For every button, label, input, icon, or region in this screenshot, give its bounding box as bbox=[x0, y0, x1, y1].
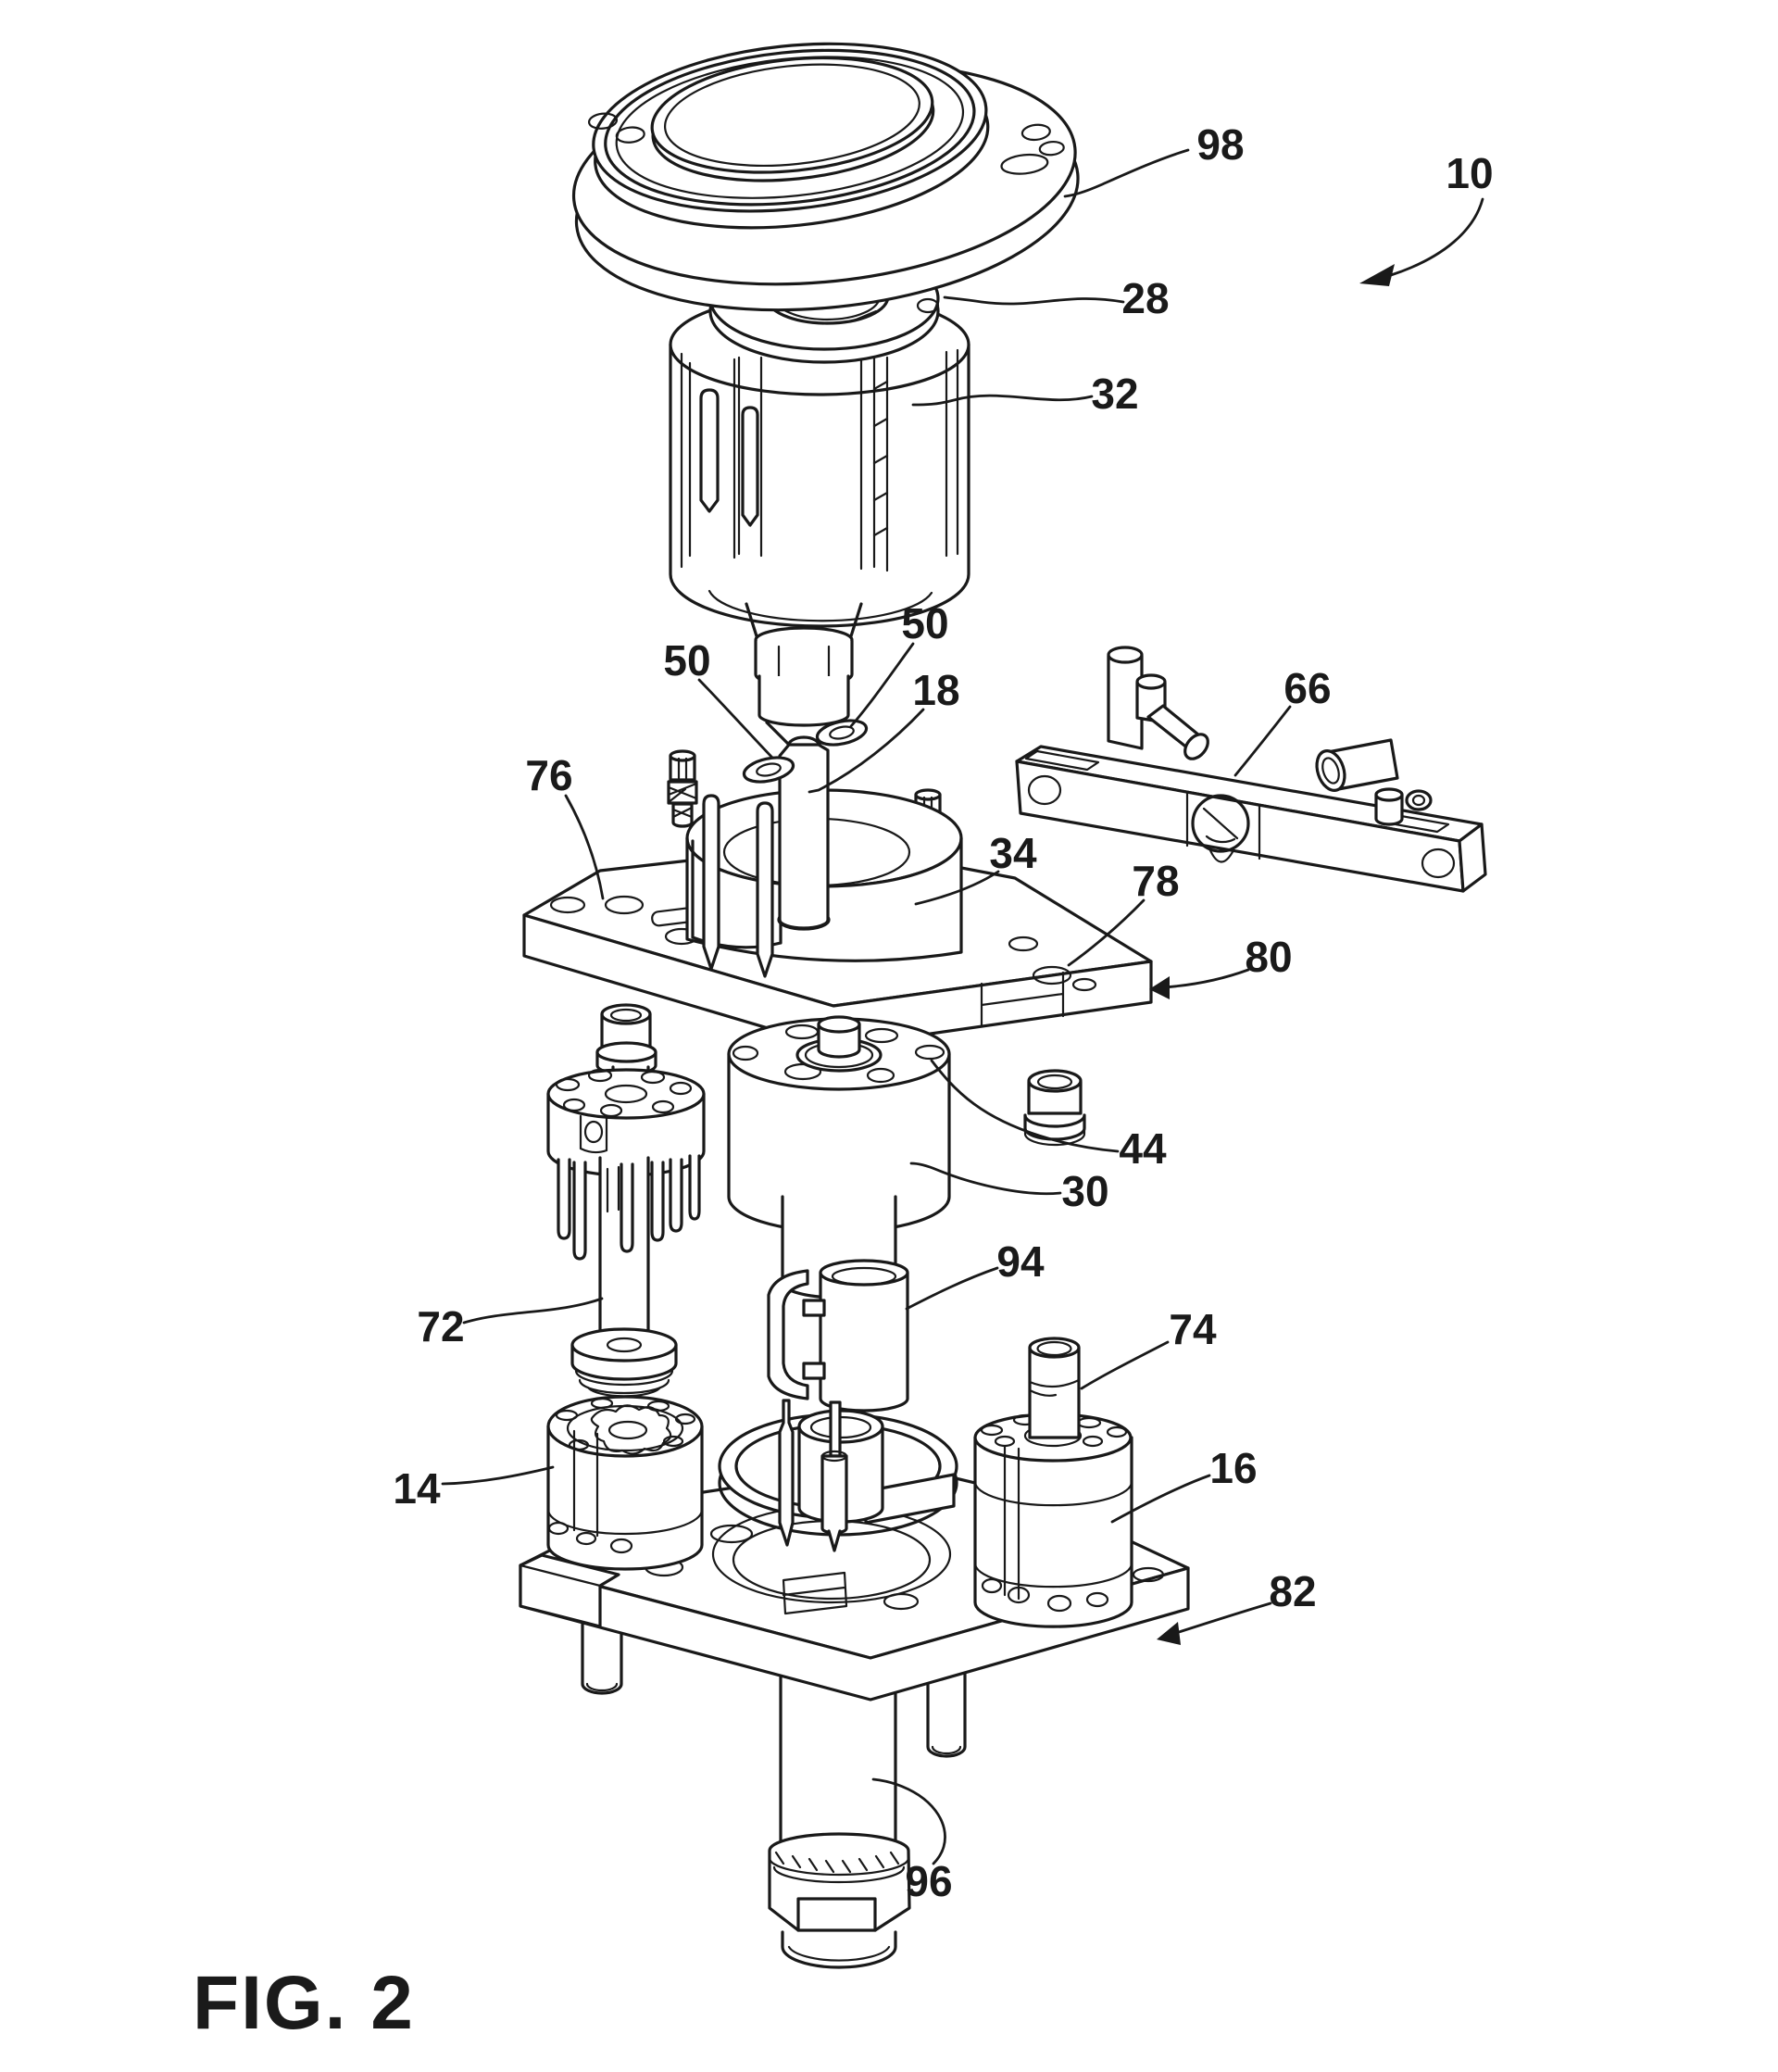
part-18-shaft bbox=[742, 719, 869, 930]
leader-44 bbox=[930, 1059, 1120, 1153]
leader-34 bbox=[914, 870, 1000, 906]
ref-label-80: 80 bbox=[1245, 933, 1292, 981]
figure-caption: FIG. 2 bbox=[193, 1961, 415, 2045]
part-98-top-flange bbox=[571, 42, 1080, 312]
ref-label-50-left: 50 bbox=[663, 636, 710, 684]
ref-label-32: 32 bbox=[1091, 370, 1138, 418]
part-16-right-motor bbox=[973, 1413, 1133, 1628]
part-14-left-motor bbox=[546, 1395, 704, 1571]
washer-50-right bbox=[815, 719, 869, 747]
ref-label-82: 82 bbox=[1269, 1567, 1316, 1615]
ref-label-28: 28 bbox=[1121, 274, 1169, 322]
leader-66 bbox=[1233, 705, 1292, 777]
leader-lines bbox=[441, 148, 1484, 1865]
needle-pins bbox=[778, 1399, 848, 1552]
leader-50-right bbox=[849, 642, 915, 728]
leader-28 bbox=[943, 295, 1125, 306]
coupler-stack bbox=[745, 602, 863, 758]
leader-30 bbox=[909, 1162, 1062, 1196]
leader-94 bbox=[905, 1266, 999, 1311]
ref-label-94: 94 bbox=[996, 1237, 1045, 1286]
ref-label-96: 96 bbox=[905, 1857, 952, 1905]
ref-label-74: 74 bbox=[1169, 1305, 1217, 1353]
arrowhead-10 bbox=[1359, 264, 1395, 286]
leader-50-left bbox=[697, 678, 774, 760]
ref-label-30: 30 bbox=[1061, 1167, 1108, 1215]
arrowhead-82 bbox=[1157, 1622, 1181, 1645]
leader-76 bbox=[564, 794, 605, 900]
leader-16 bbox=[1110, 1474, 1211, 1524]
part-30-pump-body bbox=[727, 1015, 951, 1300]
ref-label-72: 72 bbox=[417, 1302, 464, 1350]
guide-studs bbox=[581, 1610, 967, 1758]
part-74-tube bbox=[1028, 1337, 1081, 1439]
leader-74 bbox=[1080, 1340, 1170, 1390]
ref-label-98: 98 bbox=[1196, 120, 1244, 169]
leader-98 bbox=[1063, 148, 1190, 198]
leader-78 bbox=[1067, 898, 1146, 967]
leader-32 bbox=[911, 394, 1094, 407]
leader-18 bbox=[808, 708, 925, 794]
part-44-bushing bbox=[1023, 1069, 1086, 1147]
washer-50-left bbox=[742, 756, 795, 784]
part-66-load-cell bbox=[1015, 646, 1487, 893]
part-72-shaft-assembly bbox=[546, 1003, 706, 1398]
ref-label-76: 76 bbox=[525, 751, 572, 799]
ref-label-44: 44 bbox=[1119, 1124, 1167, 1173]
ref-label-78: 78 bbox=[1132, 857, 1179, 905]
leader-14 bbox=[441, 1465, 555, 1486]
spring-pins bbox=[702, 794, 774, 978]
ref-label-18: 18 bbox=[912, 666, 959, 714]
set-screw-left bbox=[667, 749, 698, 828]
ref-label-10: 10 bbox=[1446, 149, 1493, 197]
arrowhead-80 bbox=[1149, 976, 1170, 999]
ref-label-14: 14 bbox=[393, 1464, 441, 1513]
ref-label-16: 16 bbox=[1209, 1444, 1257, 1492]
reference-numerals: 98 10 28 32 50 50 18 66 76 34 78 80 44 3… bbox=[393, 120, 1493, 1905]
leader-72 bbox=[462, 1297, 604, 1325]
leader-80 bbox=[1161, 968, 1250, 989]
leader-96 bbox=[871, 1777, 946, 1865]
ref-label-66: 66 bbox=[1283, 664, 1331, 712]
leader-82 bbox=[1174, 1601, 1272, 1635]
part-94-split-collar bbox=[767, 1259, 909, 1413]
washer-stack bbox=[570, 1327, 678, 1398]
ref-label-34: 34 bbox=[989, 829, 1037, 877]
leader-10 bbox=[1389, 197, 1484, 277]
ref-label-50-right: 50 bbox=[901, 599, 948, 647]
